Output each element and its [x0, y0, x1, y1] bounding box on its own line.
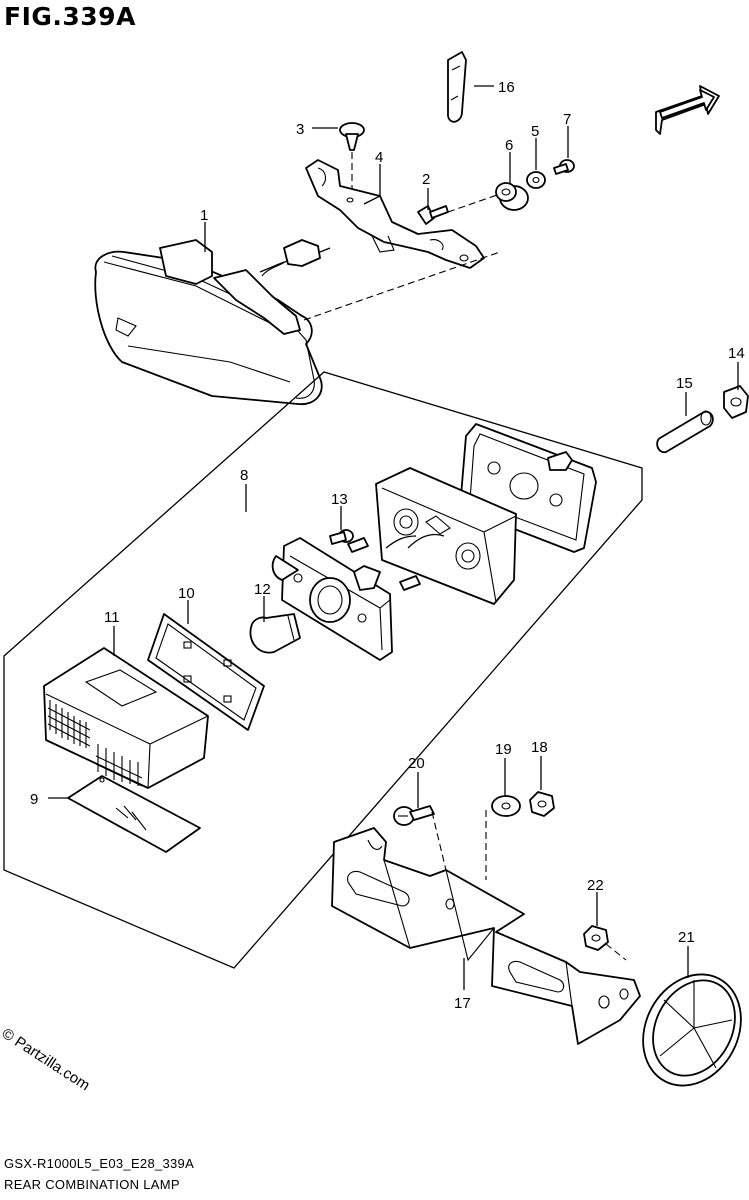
- callout-4: 4: [375, 149, 383, 166]
- model-code: GSX-R1000L5_E03_E28_339A: [4, 1156, 195, 1171]
- part-2-bolt: [417, 193, 501, 225]
- callout-19: 19: [495, 741, 512, 758]
- part-16-clip: [447, 51, 467, 123]
- leader-lines: [48, 85, 739, 990]
- part-7-screw: [553, 159, 575, 175]
- lamp-socket-plate: [271, 535, 421, 661]
- callout-13: 13: [331, 491, 348, 508]
- part-6-grommet: [495, 182, 529, 211]
- callout-3: 3: [296, 121, 304, 138]
- part-22-nut: [583, 925, 627, 961]
- callout-2: 2: [422, 171, 430, 188]
- callout-6: 6: [505, 137, 513, 154]
- callout-11: 11: [104, 609, 120, 626]
- callout-8: 8: [240, 467, 248, 484]
- callout-16: 16: [498, 79, 515, 96]
- part-8-frame: [3, 371, 643, 969]
- callout-14: 14: [728, 345, 745, 362]
- part-19-washer: [485, 795, 521, 880]
- part-20-screw: [393, 805, 447, 871]
- lamp-housing: [375, 467, 517, 605]
- part-12-bulb: [249, 613, 301, 654]
- part-11-lens: [43, 647, 209, 789]
- figure-name: REAR COMBINATION LAMP: [4, 1177, 180, 1192]
- callout-12: 12: [254, 581, 271, 598]
- part-10-gasket: [147, 613, 265, 731]
- part-18-nut: [529, 791, 555, 817]
- part-14-nut: [723, 385, 749, 419]
- part-4-bracket: [305, 159, 485, 269]
- callout-21: 21: [678, 929, 695, 946]
- callout-1: 1: [200, 207, 208, 224]
- callout-15: 15: [676, 375, 693, 392]
- callout-18: 18: [531, 739, 548, 756]
- part-1-rear-lamp: [94, 239, 501, 405]
- callout-17: 17: [454, 995, 471, 1012]
- part-3-screw: [339, 122, 365, 205]
- callout-7: 7: [563, 111, 571, 128]
- callout-22: 22: [587, 877, 604, 894]
- part-13-screw: [329, 529, 354, 545]
- part-17-bracket: [331, 827, 641, 1045]
- callout-20: 20: [408, 755, 425, 772]
- callout-numbers: 1 2 3 4 5 6 7 8 9 10 11 12 13 14 15 16 1…: [30, 79, 745, 1012]
- figure-title: FIG.339A: [4, 2, 136, 31]
- part-15-spacer: [656, 410, 714, 454]
- callout-9: 9: [30, 791, 38, 808]
- callout-10: 10: [178, 585, 195, 602]
- fwd-arrow-icon: FWD: [655, 85, 720, 135]
- part-5-washer: [526, 171, 546, 189]
- part-21-reflector: [642, 973, 742, 1087]
- callout-5: 5: [531, 123, 539, 140]
- part-9-plate: [67, 775, 201, 853]
